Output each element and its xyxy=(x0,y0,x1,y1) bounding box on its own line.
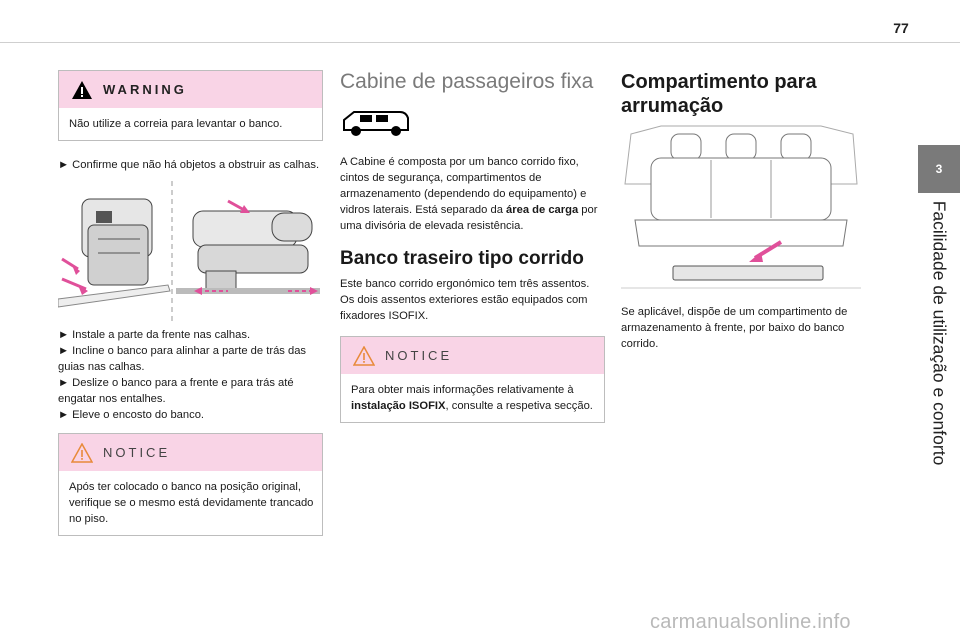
column-left: WARNING Não utilize a correia para levan… xyxy=(58,70,323,536)
step-item: ► Incline o banco para alinhar a parte d… xyxy=(58,345,307,373)
footer-watermark: carmanualsonline.info xyxy=(650,611,851,633)
column-middle: Cabine de passageiros fixa A Cabine é co… xyxy=(340,70,605,423)
cabin-intro: A Cabine é composta por um banco corrido… xyxy=(340,156,598,232)
bench-text-2: Os dois assentos exteriores estão equipa… xyxy=(340,294,588,322)
notice-box-left: NOTICE Após ter colocado o banco na posi… xyxy=(58,433,323,536)
notice-text: Após ter colocado o banco na posição ori… xyxy=(69,481,314,525)
chapter-title: Facilidade de utilização e conforto xyxy=(929,200,950,466)
notice-header: NOTICE xyxy=(59,434,322,471)
warning-icon xyxy=(72,80,92,99)
step-confirm-rails: ► Confirme que não há objetos a obstruir… xyxy=(58,159,320,171)
notice-icon xyxy=(353,345,375,366)
chapter-tab-number: 3 xyxy=(935,162,943,176)
notice-icon xyxy=(71,442,93,463)
section-title-cabin: Cabine de passageiros fixa xyxy=(340,70,594,93)
step-item: ► Deslize o banco para a frente e para t… xyxy=(58,377,294,405)
page-number: 77 xyxy=(893,20,909,36)
bench-text-1: Este banco corrido ergonómico tem três a… xyxy=(340,278,590,290)
warning-box: WARNING Não utilize a correia para levan… xyxy=(58,70,323,141)
installation-steps: ► Instale a parte da frente nas calhas. … xyxy=(58,327,323,423)
step-item: ► Eleve o encosto do banco. xyxy=(58,409,205,421)
warning-header: WARNING xyxy=(59,71,322,108)
section-title-bench: Banco traseiro tipo corrido xyxy=(340,248,584,269)
warning-label: WARNING xyxy=(103,82,187,97)
column-right: Compartimento para arrumação Se aplicáve… xyxy=(621,70,871,352)
chapter-tab[interactable]: 3 xyxy=(918,145,960,193)
seat-installation-illustration xyxy=(58,181,320,321)
notice-text: Para obter mais informações relativament… xyxy=(351,384,593,412)
notice-box-middle: NOTICE Para obter mais informações relat… xyxy=(340,336,605,423)
notice-label: NOTICE xyxy=(103,445,171,460)
step-item: ► Instale a parte da frente nas calhas. xyxy=(58,329,251,341)
van-icon xyxy=(343,111,409,136)
top-rule xyxy=(0,42,960,43)
storage-text: Se aplicável, dispõe de um compartimento… xyxy=(621,306,848,350)
notice-label: NOTICE xyxy=(385,348,453,363)
storage-illustration xyxy=(621,125,861,289)
section-title-storage: Compartimento para arrumação xyxy=(621,71,817,117)
warning-text: Não utilize a correia para levantar o ba… xyxy=(69,118,283,130)
notice-header: NOTICE xyxy=(341,337,604,374)
